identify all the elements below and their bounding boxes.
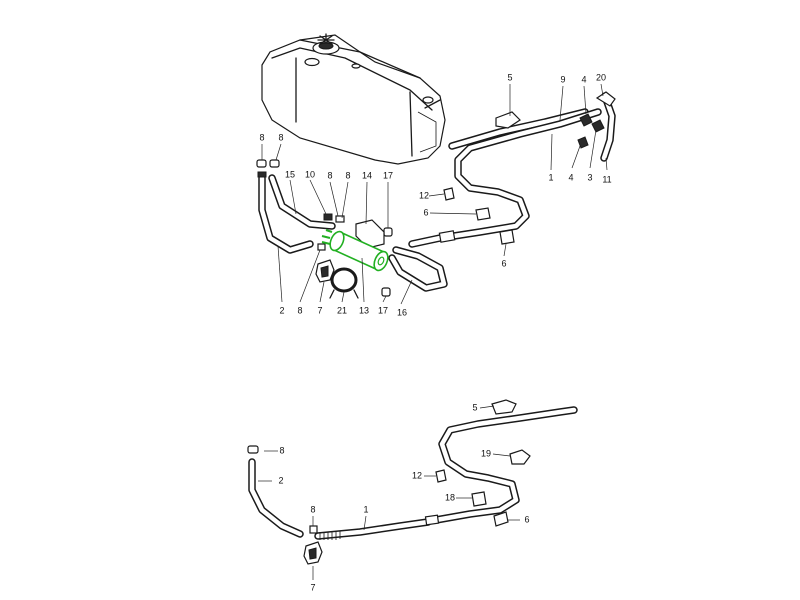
fitting-8c bbox=[335, 215, 345, 223]
callout-1: 1 bbox=[548, 172, 553, 182]
callout-3: 3 bbox=[587, 172, 592, 182]
fitting-8-left bbox=[256, 159, 280, 178]
grommet-6a bbox=[475, 207, 491, 221]
callout-12: 12 bbox=[412, 470, 422, 480]
fitting-4a bbox=[579, 113, 593, 127]
hose-16 bbox=[388, 246, 448, 292]
callout-6: 6 bbox=[423, 207, 428, 217]
fuel-pump-13 bbox=[321, 229, 389, 272]
callout-10: 10 bbox=[305, 169, 315, 179]
callout-7: 7 bbox=[310, 582, 315, 592]
fitting-8e bbox=[317, 243, 326, 251]
fitting-8-bottom-a bbox=[247, 445, 259, 454]
leader-lines-bottom bbox=[258, 405, 520, 580]
hose-2-bottom bbox=[248, 458, 304, 538]
callout-8: 8 bbox=[259, 132, 264, 142]
callout-4: 4 bbox=[581, 74, 586, 84]
callout-6: 6 bbox=[524, 514, 529, 524]
callout-7: 7 bbox=[317, 305, 322, 315]
top-assembly: 5 9 4 20 8 8 15 10 8 8 14 17 12 6 1 4 3 … bbox=[256, 33, 616, 317]
clip-12-bottom bbox=[435, 469, 447, 483]
grommet-6-bottom bbox=[493, 511, 509, 527]
callout-17: 17 bbox=[378, 305, 388, 315]
callout-8: 8 bbox=[345, 170, 350, 180]
grommet-6b bbox=[499, 229, 515, 245]
fitting-17a bbox=[383, 227, 393, 237]
hose-15 bbox=[268, 174, 336, 230]
bottom-assembly: 5 8 19 2 12 18 6 1 8 7 bbox=[247, 399, 578, 592]
hose-9 bbox=[448, 108, 589, 150]
callout-8: 8 bbox=[278, 132, 283, 142]
bracket-14 bbox=[355, 219, 385, 249]
fitting-8-bottom-b bbox=[309, 525, 318, 534]
clip-12 bbox=[443, 187, 455, 201]
callout-16: 16 bbox=[397, 307, 407, 317]
callout-8: 8 bbox=[310, 504, 315, 514]
callout-5: 5 bbox=[507, 72, 512, 82]
callout-5: 5 bbox=[472, 402, 477, 412]
corrugated-section bbox=[319, 531, 341, 540]
callout-18: 18 bbox=[445, 492, 455, 502]
fitting-4b bbox=[577, 136, 589, 149]
fitting-10 bbox=[323, 213, 333, 221]
leader-lines-top bbox=[261, 83, 608, 305]
callout-20: 20 bbox=[596, 72, 606, 82]
fitting-17b bbox=[381, 287, 391, 297]
callout-19: 19 bbox=[481, 448, 491, 458]
callout-14: 14 bbox=[362, 170, 372, 180]
grommet-5 bbox=[495, 111, 521, 129]
callout-2: 2 bbox=[279, 305, 284, 315]
callout-8: 8 bbox=[297, 305, 302, 315]
callout-2: 2 bbox=[278, 475, 283, 485]
callout-15: 15 bbox=[285, 169, 295, 179]
clip-20 bbox=[591, 119, 605, 133]
callouts-bottom: 5 8 19 2 12 18 6 1 8 7 bbox=[278, 402, 529, 592]
fuel-tank bbox=[261, 33, 446, 165]
callout-4: 4 bbox=[568, 172, 573, 182]
callout-13: 13 bbox=[359, 305, 369, 315]
callouts-top: 5 9 4 20 8 8 15 10 8 8 14 17 12 6 1 4 3 … bbox=[259, 72, 611, 317]
callout-21: 21 bbox=[337, 305, 347, 315]
hose-1 bbox=[408, 108, 602, 248]
clamp-21 bbox=[329, 267, 359, 299]
callout-9: 9 bbox=[560, 74, 565, 84]
callout-17: 17 bbox=[383, 170, 393, 180]
callout-6: 6 bbox=[501, 258, 506, 268]
callout-11: 11 bbox=[602, 174, 611, 184]
callout-12: 12 bbox=[419, 190, 429, 200]
grommet-5-bottom bbox=[491, 399, 517, 415]
grommet-18 bbox=[471, 491, 487, 507]
hose-2 bbox=[258, 174, 314, 254]
grommet-19 bbox=[509, 449, 531, 465]
hose-1-bottom bbox=[314, 406, 578, 540]
callout-8: 8 bbox=[279, 445, 284, 455]
callout-1: 1 bbox=[363, 504, 368, 514]
callout-8: 8 bbox=[327, 170, 332, 180]
